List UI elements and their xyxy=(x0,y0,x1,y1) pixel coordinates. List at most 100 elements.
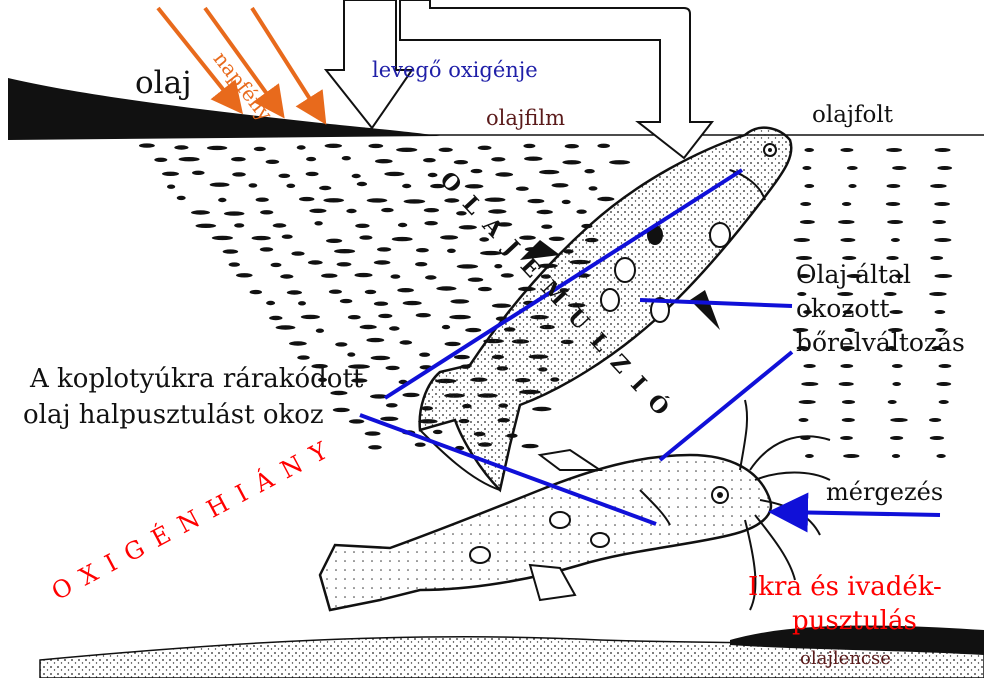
oil-droplet xyxy=(485,198,506,202)
oil-droplet xyxy=(440,235,458,239)
oil-droplet xyxy=(386,403,398,407)
oil-droplet xyxy=(597,197,614,201)
label-air-oxygen: levegő oxigénje xyxy=(372,60,538,81)
oil-droplet xyxy=(374,260,391,264)
oil-droplet xyxy=(439,148,453,152)
oil-droplet xyxy=(360,325,377,329)
oil-droplet xyxy=(402,393,419,397)
oil-droplet xyxy=(804,148,814,152)
oil-droplet xyxy=(842,418,855,422)
oil-droplet xyxy=(478,287,492,291)
oil-droplet xyxy=(380,417,398,421)
oil-droplet xyxy=(794,238,810,242)
oil-droplet xyxy=(229,262,240,266)
oil-droplet xyxy=(415,443,426,447)
label-oil: olaj xyxy=(135,68,192,99)
oil-droplet xyxy=(333,408,350,412)
oil-droplet xyxy=(843,454,859,458)
label-skin-lesion-3: bőrelváltozás xyxy=(796,330,965,355)
oil-droplet xyxy=(891,238,900,242)
oil-droplet xyxy=(887,184,901,188)
oil-droplet xyxy=(528,199,545,203)
oil-droplet xyxy=(323,198,344,202)
oil-droplet xyxy=(398,223,407,227)
oil-droplet xyxy=(523,144,535,148)
oil-droplet xyxy=(177,196,186,200)
oil-droplet xyxy=(298,301,306,305)
oil-droplet xyxy=(269,316,282,320)
oil-droplet xyxy=(524,157,542,161)
oil-droplet xyxy=(212,236,233,240)
oil-droplet xyxy=(266,160,280,164)
oil-droplet xyxy=(167,185,175,189)
oil-droplet xyxy=(374,302,388,306)
oil-droplet xyxy=(532,407,551,411)
oil-droplet xyxy=(348,315,361,319)
oil-droplet xyxy=(805,454,814,458)
oil-droplet xyxy=(400,340,413,344)
oil-droplet xyxy=(287,290,302,294)
oil-droplet xyxy=(346,209,356,213)
oil-droplet xyxy=(291,251,304,255)
oil-droplet xyxy=(396,148,417,152)
oil-droplet xyxy=(609,160,630,164)
oil-droplet xyxy=(890,436,903,440)
oil-droplet xyxy=(537,210,553,214)
oil-droplet xyxy=(584,169,594,173)
oil-droplet xyxy=(936,454,945,458)
oil-droplet xyxy=(210,183,230,187)
oil-droplet xyxy=(457,264,478,268)
oil-droplet xyxy=(365,431,381,435)
oil-droplet xyxy=(340,299,352,303)
oil-droplet xyxy=(445,342,461,346)
label-gill-deposit-2: olaj halpusztulást okoz xyxy=(23,402,324,428)
oil-droplet xyxy=(562,160,581,164)
oil-droplet xyxy=(371,356,391,360)
oil-droplet xyxy=(250,290,262,294)
oil-droplet xyxy=(892,166,906,170)
oil-droplet xyxy=(936,382,951,386)
oil-droplet xyxy=(232,172,246,176)
oil-droplet xyxy=(326,239,342,243)
oil-droplet xyxy=(357,182,367,186)
oil-droplet xyxy=(937,166,952,170)
oil-droplet xyxy=(840,364,853,368)
oil-droplet xyxy=(597,144,610,148)
oil-droplet xyxy=(392,237,413,241)
oil-droplet xyxy=(223,249,238,253)
oil-droplet xyxy=(297,355,309,359)
oil-droplet xyxy=(306,157,316,161)
oil-droplet xyxy=(325,144,342,148)
label-skin-lesion-2: okozott xyxy=(796,296,890,321)
oil-droplet xyxy=(892,364,903,368)
oil-droplet xyxy=(425,275,437,279)
oil-droplet xyxy=(541,225,552,229)
oil-droplet xyxy=(842,400,855,404)
oil-droplet xyxy=(179,157,200,161)
oil-droplet xyxy=(271,263,282,267)
dying-fish-upper xyxy=(420,128,792,490)
oil-droplet xyxy=(260,247,273,251)
oil-droplet xyxy=(321,274,337,278)
oil-droplet xyxy=(465,328,481,332)
oil-droplet xyxy=(319,186,331,190)
label-gill-deposit-1: A koplotyúkra rárakódott xyxy=(30,366,363,392)
label-oil-film: olajfilm xyxy=(486,108,565,129)
oil-droplet xyxy=(314,221,322,225)
oil-droplet xyxy=(801,382,818,386)
oil-droplet xyxy=(886,148,902,152)
oil-droplet xyxy=(847,166,858,170)
oil-droplet xyxy=(934,238,951,242)
pointer-skin-lesion-lower xyxy=(660,352,792,460)
oil-droplet xyxy=(495,172,513,176)
oil-droplet xyxy=(352,174,361,178)
oil-droplet xyxy=(491,157,505,161)
oil-droplet xyxy=(450,299,469,303)
oil-droplet xyxy=(355,224,369,228)
oil-droplet xyxy=(415,262,427,266)
oil-droplet xyxy=(276,325,296,329)
oil-droplet xyxy=(888,400,897,404)
oil-droplet xyxy=(260,210,273,214)
oil-droplet xyxy=(799,400,816,404)
oil-droplet xyxy=(552,183,569,187)
